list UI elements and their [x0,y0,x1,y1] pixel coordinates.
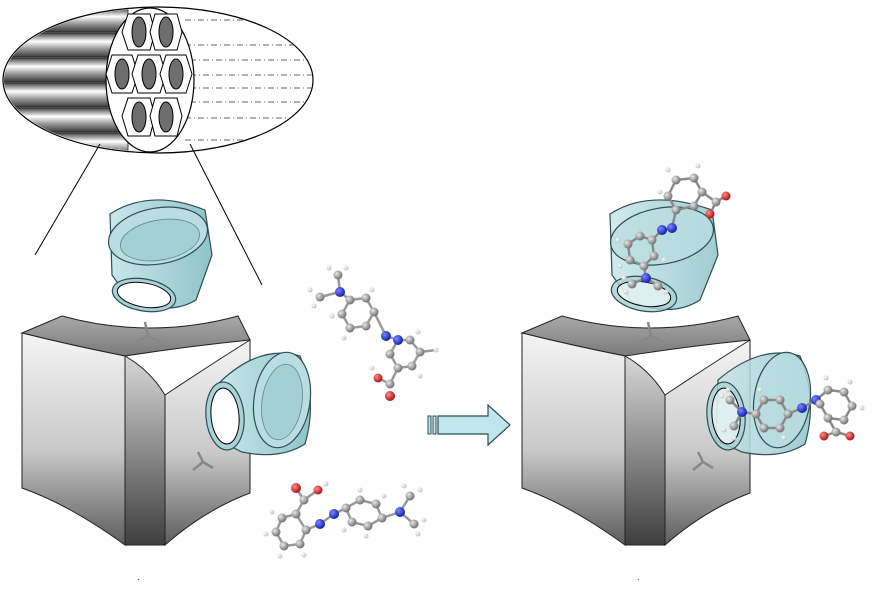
cone-receptor-icon [107,199,213,313]
azo-dye-molecule-icon [307,265,439,401]
host-block-icon [20,315,251,547]
azo-dye-molecule-icon [263,481,427,559]
panel-left-caption-mark: . [137,572,140,583]
cone-receptor-icon [205,351,312,456]
nanochannel-bundle-icon [2,6,314,154]
reaction-arrow-icon [427,403,511,447]
azo-dye-molecule-icon [615,163,731,295]
cone-receptor-icon [609,199,719,313]
azo-dye-molecule-icon [719,375,865,441]
zoom-lines [34,143,263,286]
panel-right-caption-mark: . [637,572,640,583]
